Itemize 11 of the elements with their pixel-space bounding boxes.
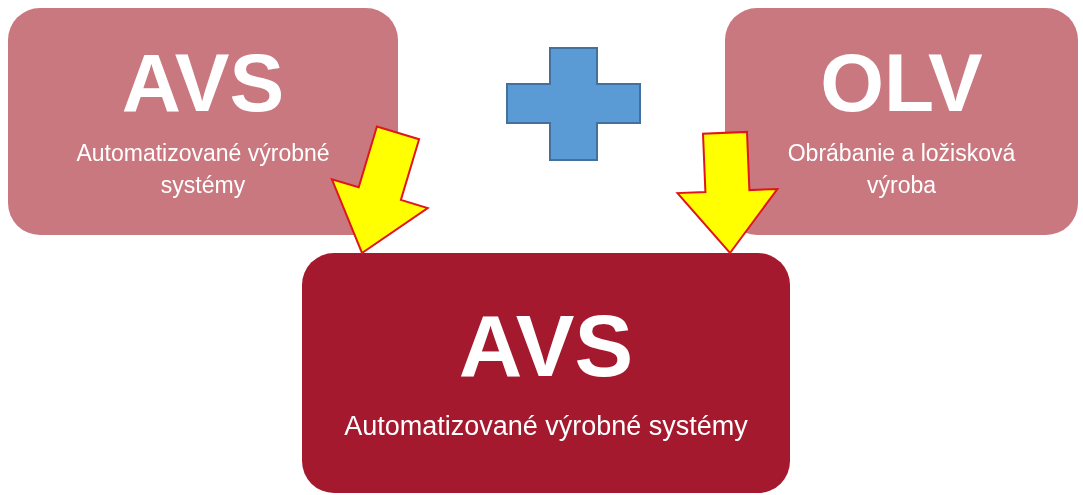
box-title: OLV	[820, 42, 983, 125]
block-arrow	[330, 125, 430, 255]
box-subtitle: Obrábanie a ložisková výroba	[786, 139, 1017, 200]
rounded-box	[725, 8, 1078, 235]
box-title: AVS	[121, 42, 285, 125]
box-subtitle: Automatizované výrobné systémy	[344, 409, 748, 443]
block-arrow	[675, 130, 780, 255]
rounded-box	[8, 8, 398, 235]
box-title: AVS	[458, 301, 634, 390]
rounded-box	[302, 253, 790, 493]
box-subtitle: Automatizované výrobné systémy	[75, 139, 331, 200]
